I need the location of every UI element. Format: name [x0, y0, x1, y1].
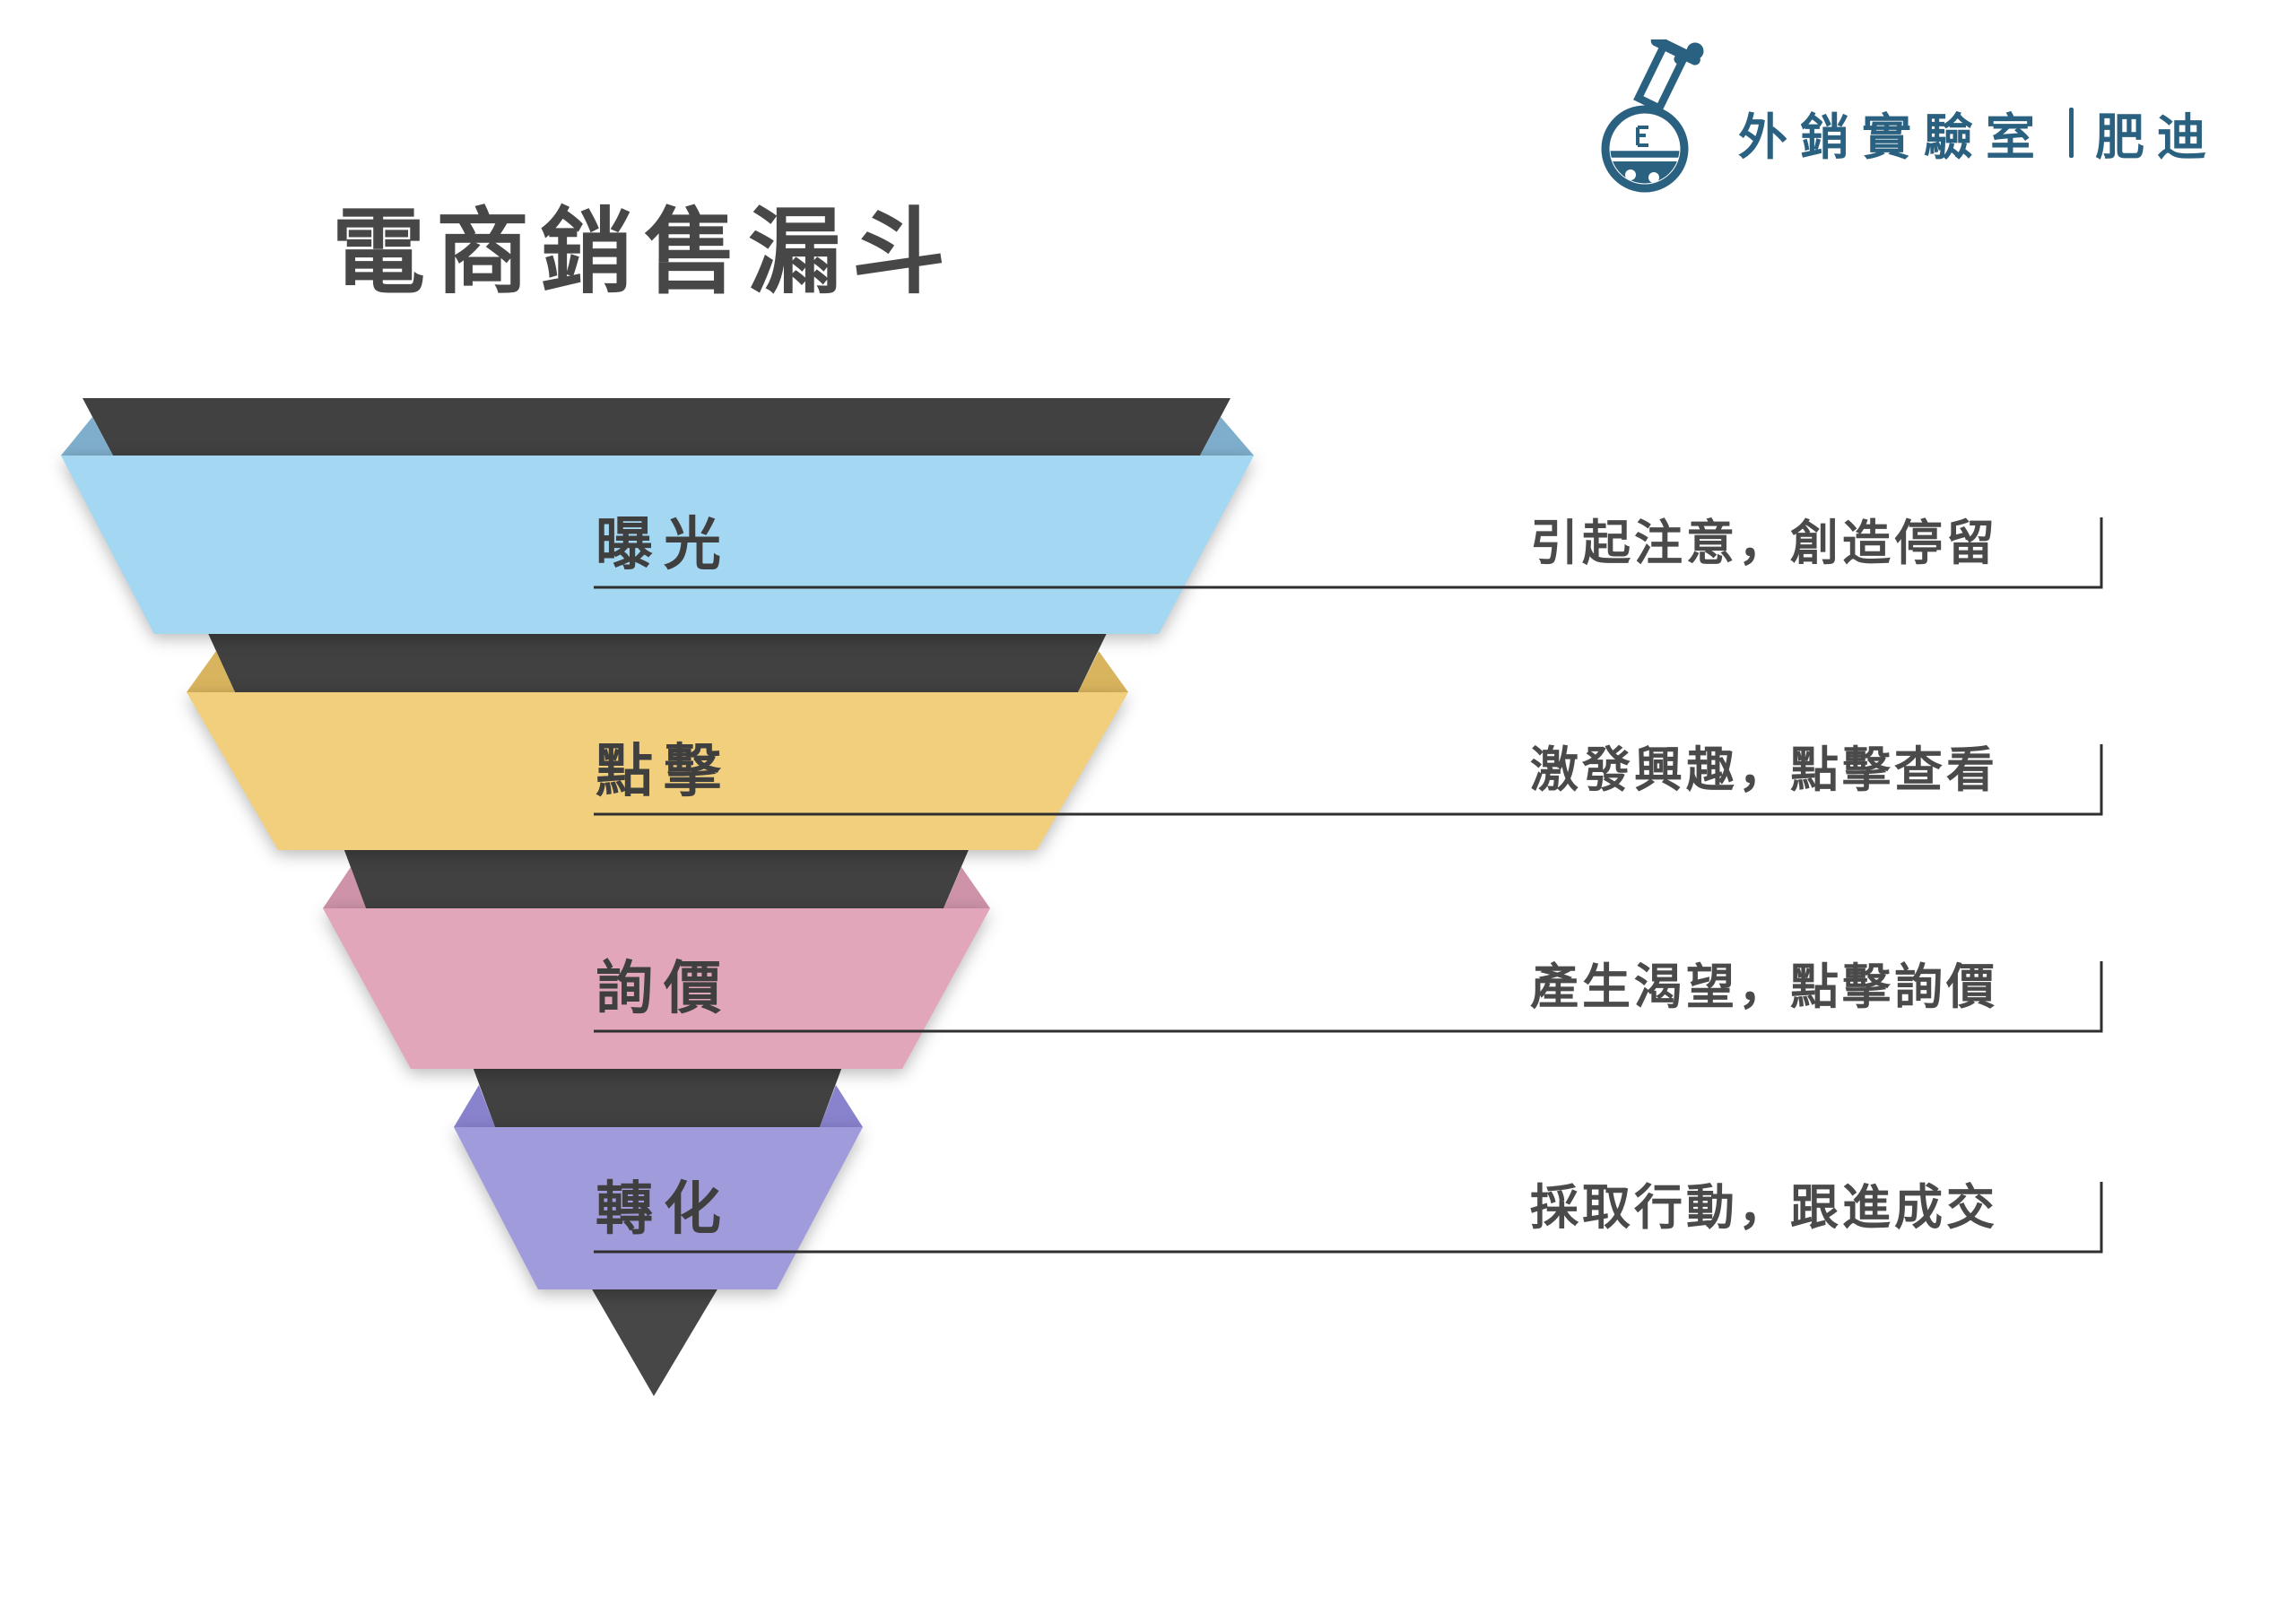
stage-description-inquiry: 產生渴望，點擊詢價	[1530, 960, 1998, 1014]
stage-inner-wall	[343, 846, 970, 908]
stage-face	[187, 692, 1128, 850]
connector-line-click	[594, 744, 2103, 816]
stage-label-exposure: 曝光	[596, 512, 732, 577]
bubble-icon	[1674, 54, 1684, 65]
stage-face	[61, 456, 1254, 634]
brand-logo: 外銷實驗室 肥迪	[1600, 39, 2255, 210]
stage-inner-wall	[83, 398, 1231, 456]
page-title: 電商銷售漏斗	[332, 201, 957, 305]
funnel-stage-click	[187, 629, 1128, 850]
stage-side-left	[454, 1085, 495, 1127]
logo-brand-text: 外銷實驗室	[1738, 109, 2048, 165]
funnel-stage-conversion	[454, 1064, 863, 1289]
stage-face	[323, 908, 990, 1069]
stage-side-left	[187, 651, 235, 692]
stage-description-conversion: 採取行動，跟進成交	[1530, 1181, 1998, 1235]
stage-side-right	[1200, 417, 1254, 456]
funnel-stage-inquiry	[323, 846, 990, 1069]
stage-label-inquiry: 詢價	[596, 956, 732, 1020]
logo-divider	[2069, 108, 2074, 158]
stage-description-click: 激發興趣，點擊查看	[1530, 743, 1998, 797]
stage-side-left	[323, 867, 366, 908]
stage-side-left	[61, 417, 113, 456]
stage-face	[454, 1127, 863, 1289]
stage-side-right	[1078, 651, 1128, 692]
flask-icon	[1601, 39, 1704, 193]
logo-text: 外銷實驗室 肥迪	[1738, 104, 2219, 165]
connector-line-exposure	[594, 517, 2103, 589]
logo-name-text: 肥迪	[2095, 109, 2220, 165]
stage-description-exposure: 引起注意，創造停留	[1530, 516, 1998, 570]
bubble-icon	[1686, 42, 1704, 60]
stage-label-click: 點擊	[596, 739, 732, 803]
connector-line-conversion	[594, 1182, 2103, 1254]
stage-side-right	[820, 1085, 863, 1127]
stage-side-right	[944, 867, 990, 908]
stage-inner-wall	[472, 1064, 843, 1127]
connector-line-inquiry	[594, 961, 2103, 1033]
flask-e-mark	[1636, 126, 1648, 147]
funnel-stage-exposure	[61, 398, 1254, 634]
stage-inner-wall	[206, 629, 1109, 692]
stage-label-conversion: 轉化	[596, 1176, 732, 1241]
funnel-tip	[591, 1288, 718, 1396]
